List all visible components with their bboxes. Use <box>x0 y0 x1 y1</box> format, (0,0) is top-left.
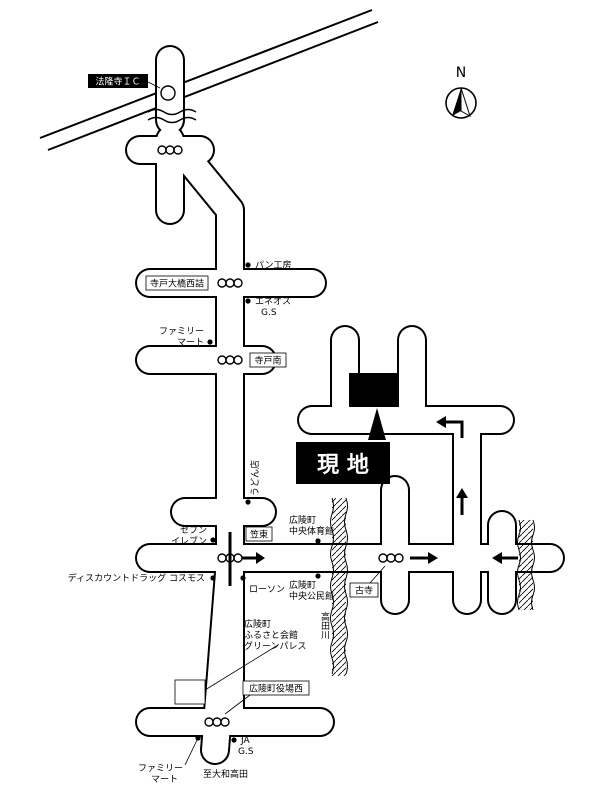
intersection-koryo-yakuba-nishi: 広陵町役場西 <box>249 683 303 695</box>
intersection-terado-ohashi-nishizume: 寺戸大橋西詰 <box>150 278 204 290</box>
north-arrow-icon: N <box>445 65 477 119</box>
label-furusato-line1: 広陵町 <box>244 618 271 630</box>
label-gym-line2: 中央体育館 <box>289 525 334 537</box>
label-lawson: ローソン <box>249 585 285 595</box>
label-udon: うどん店 <box>249 460 261 496</box>
traffic-signal-icon <box>157 145 183 155</box>
label-hall-line2: 中央公民館 <box>289 590 334 602</box>
road-break-marks <box>147 108 197 124</box>
interchange-label-box: 法隆寺ＩＣ <box>88 74 148 88</box>
destination-pointer <box>368 408 386 440</box>
intersection-label-box: 寺戸南 <box>249 352 287 368</box>
label-eneos-line2: G.S <box>261 308 277 318</box>
interchange-marker <box>160 85 176 101</box>
label-seven-line1: セブン <box>180 524 207 536</box>
direction-arrow-icon <box>436 416 464 438</box>
intersection-furudera: 古寺 <box>355 585 373 597</box>
traffic-signal-icon <box>217 355 243 365</box>
destination-building <box>349 373 397 407</box>
intersection-label-box: 寺戸大橋西詰 <box>145 275 209 291</box>
label-hall-line1: 広陵町 <box>289 579 316 591</box>
label-familymart-top-line2: マート <box>177 338 204 348</box>
furusato-building <box>174 679 206 705</box>
intersection-kasahigashi: 笠東 <box>250 529 268 541</box>
label-cosmos: ディスカウントドラッグ コスモス <box>68 572 205 584</box>
direction-arrow-icon <box>242 552 265 564</box>
intersection-terado-minami: 寺戸南 <box>254 355 281 367</box>
traffic-signal-icon <box>378 553 404 563</box>
direction-arrow-icon <box>492 552 518 564</box>
river <box>330 497 535 676</box>
label-familymart-top-line1: ファミリー <box>159 327 204 337</box>
direction-arrow-icon <box>456 488 468 515</box>
intersection-label-box: 笠東 <box>245 526 273 542</box>
label-pan-kobo: パン工房 <box>255 259 291 271</box>
direction-arrow-icon <box>410 552 438 564</box>
landmark-dots <box>195 262 321 743</box>
label-ja-line2: G.S <box>238 747 254 757</box>
traffic-signal-icon <box>204 717 230 727</box>
compass-label: N <box>456 65 466 81</box>
label-furusato-line2: ふるさと会館 <box>244 629 298 641</box>
interchange-label: 法隆寺ＩＣ <box>95 76 140 88</box>
label-ja-line1: JA <box>240 736 250 746</box>
label-seven-line2: イレブン <box>171 535 207 547</box>
label-eneos-line1: エネオス <box>255 296 291 307</box>
traffic-signal-icon <box>217 278 243 288</box>
destination-label: 現 地 <box>317 453 369 478</box>
expressway <box>39 9 379 151</box>
label-familymart-bottom-line1: ファミリー <box>138 764 183 774</box>
label-familymart-bottom-line2: マート <box>151 775 178 785</box>
label-gym-line1: 広陵町 <box>289 514 316 526</box>
destination-label-box: 現 地 <box>296 442 390 484</box>
label-to-yamato-takada: 至大和高田 <box>203 768 248 780</box>
intersection-label-box: 広陵町役場西 <box>242 680 310 696</box>
label-furusato-line3: グリーンパレス <box>244 640 307 652</box>
label-river: 高田川 <box>319 611 330 639</box>
intersection-label-box: 古寺 <box>349 582 379 598</box>
